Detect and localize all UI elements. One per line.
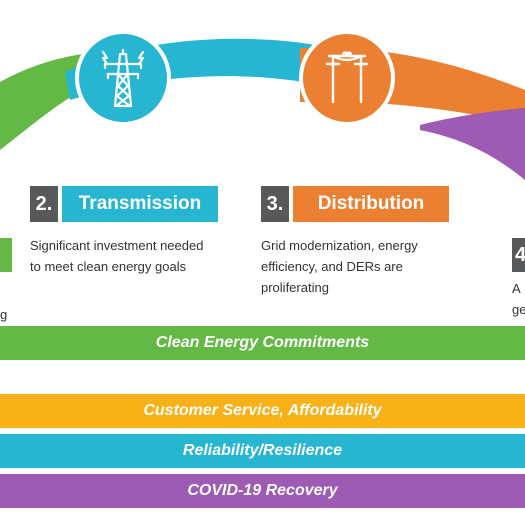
- step-3-header: 3. Distribution: [261, 186, 449, 222]
- step-4-number-box: [512, 238, 525, 272]
- step-3-description: Grid modernization, energy efficiency, a…: [261, 235, 418, 298]
- step-2-description-line: Significant investment needed: [30, 238, 204, 253]
- band-customer-service: Customer Service, Affordability: [0, 394, 525, 428]
- step-2-description-line: to meet clean energy goals: [30, 259, 187, 274]
- step-2-title: Transmission: [62, 186, 218, 222]
- transmission-tower-icon: [101, 48, 145, 108]
- step-3-number: 3.: [261, 186, 289, 222]
- step-1-description-line: g: [0, 307, 8, 322]
- band-reliability: Reliability/Resilience: [0, 434, 525, 468]
- step-3-description-line: proliferating: [261, 280, 329, 295]
- distribution-icon-circle: [299, 30, 395, 126]
- step-4-description-line: ge: [512, 302, 525, 317]
- step-3-title: Distribution: [293, 186, 449, 222]
- step-2-header: 2. Transmission: [30, 186, 218, 222]
- band-covid-recovery: COVID-19 Recovery: [0, 474, 525, 508]
- step-4-description-line: A: [512, 281, 521, 296]
- purple-arc: [420, 108, 525, 180]
- band-clean-energy: Clean Energy Commitments: [0, 326, 525, 360]
- transmission-icon-circle: [75, 30, 171, 126]
- step-1-description: g: [0, 304, 7, 325]
- utility-pole-icon: [325, 51, 369, 104]
- step-2-description: Significant investment needed to meet cl…: [30, 235, 203, 277]
- step-4-number: 4: [515, 244, 525, 266]
- green-step-tab: [0, 238, 12, 272]
- step-3-description-line: efficiency, and DERs are: [261, 259, 403, 274]
- step-3-description-line: Grid modernization, energy: [261, 238, 418, 253]
- step-2-number: 2.: [30, 186, 58, 222]
